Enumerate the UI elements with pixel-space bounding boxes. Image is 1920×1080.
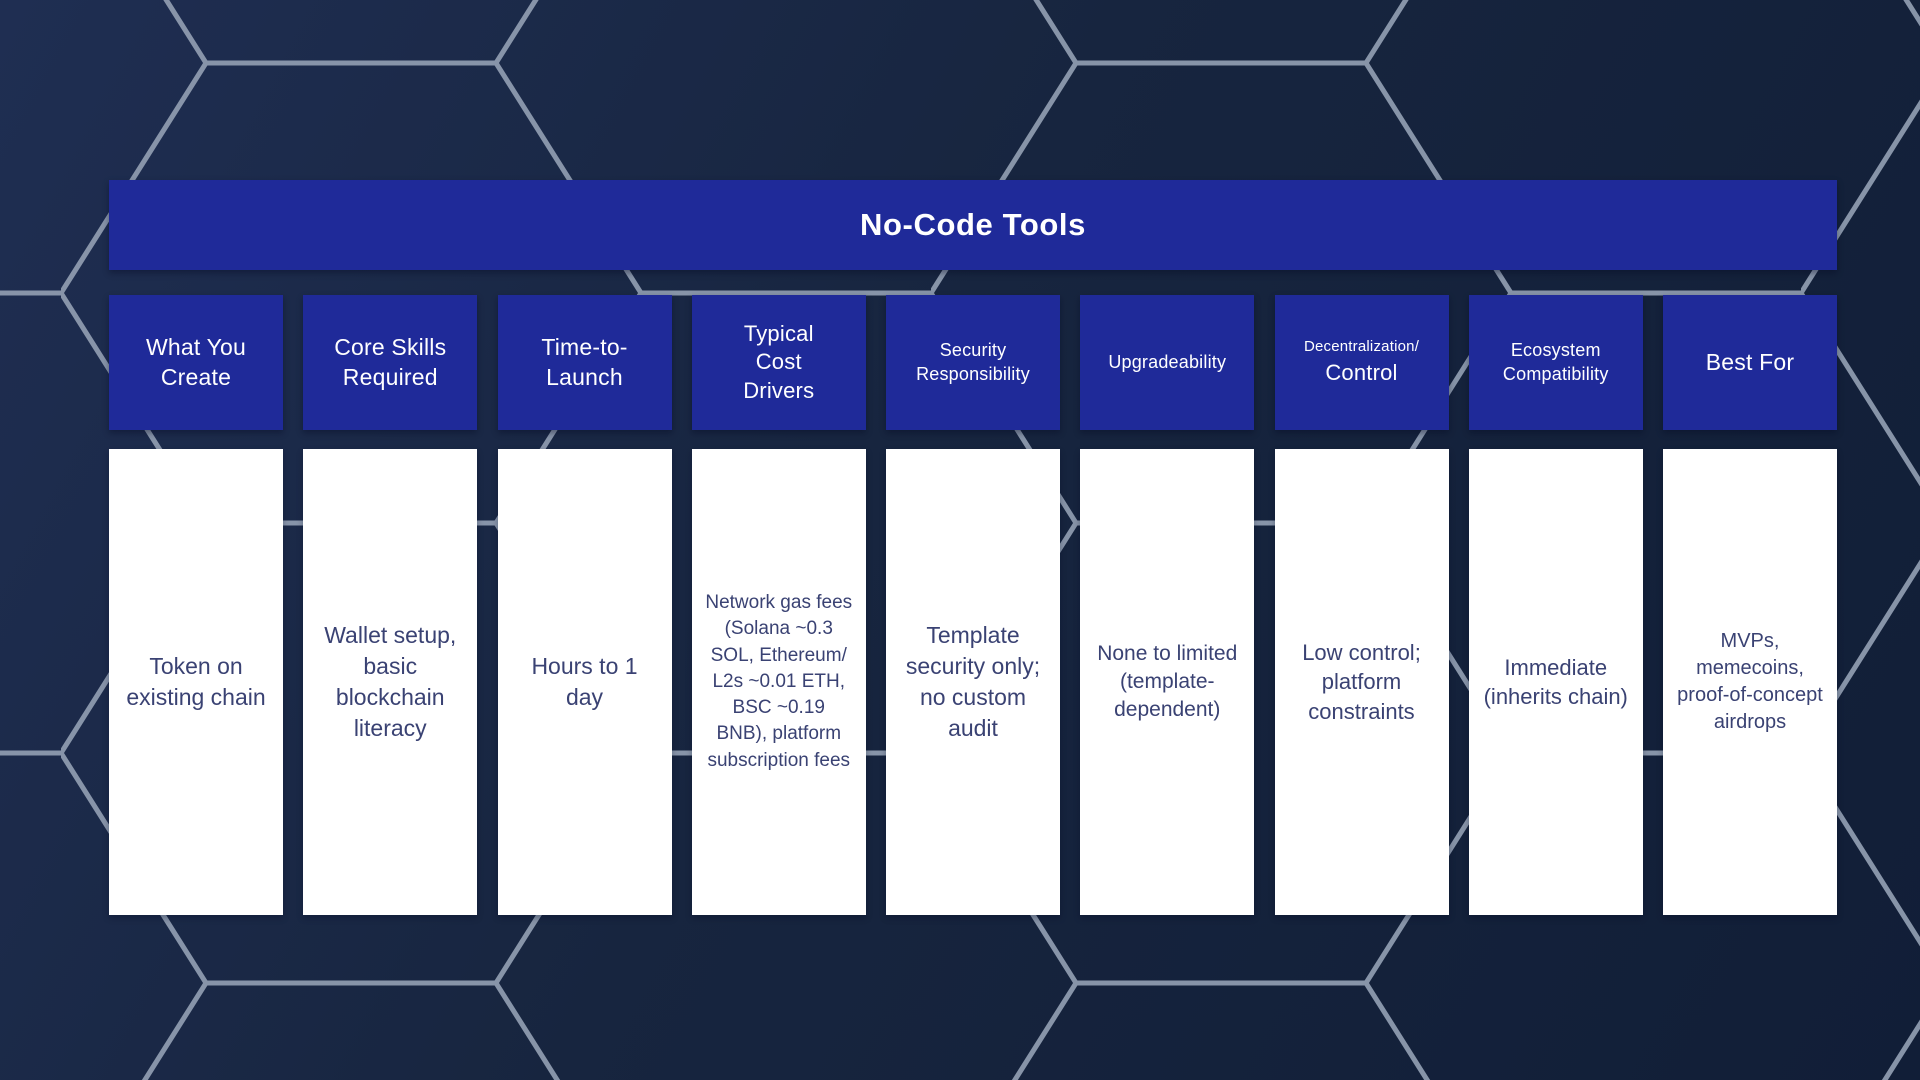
header-label: Upgradeability xyxy=(1108,351,1227,372)
header-label: Typical Cost Drivers xyxy=(743,321,815,403)
header-label: Best For xyxy=(1705,348,1795,375)
header-cell-time-to-launch: Time-to-Launch xyxy=(497,295,672,430)
value-cell-upgradeability: None to limited (template-dependent) xyxy=(1080,449,1255,915)
cell-text: Token on existing chain xyxy=(126,653,266,710)
cell-text: Network gas fees (Solana ~0.3 SOL, Ether… xyxy=(705,592,853,771)
comparison-table: No-Code Tools What You Create Core Skill… xyxy=(109,180,1837,915)
cell-text: Low control; platform constraints xyxy=(1302,639,1421,724)
header-cell-upgradeability: Upgradeability xyxy=(1080,295,1255,430)
value-cell-typical-cost-drivers: Network gas fees (Solana ~0.3 SOL, Ether… xyxy=(691,449,866,915)
table-title-bar: No-Code Tools xyxy=(109,180,1837,270)
header-cell-best-for: Best For xyxy=(1663,295,1837,430)
header-label-line2: Control xyxy=(1325,360,1398,386)
header-label: Ecosystem Compatibility xyxy=(1502,340,1609,384)
table-value-row: Token on existing chain Wallet setup, ba… xyxy=(109,449,1837,915)
value-cell-ecosystem-compatibility: Immediate (inherits chain) xyxy=(1468,449,1643,915)
value-cell-what-you-create: Token on existing chain xyxy=(109,449,283,915)
cell-text: Immediate (inherits chain) xyxy=(1483,654,1628,709)
cell-text: Wallet setup, basic blockchain literacy xyxy=(324,622,457,741)
header-cell-security-responsibility: Security Responsibility xyxy=(886,295,1060,430)
value-cell-decentralization-control: Low control; platform constraints xyxy=(1274,449,1449,915)
value-cell-core-skills-required: Wallet setup, basic blockchain literacy xyxy=(303,449,478,915)
header-label-line1: Decentralization/ xyxy=(1303,337,1420,355)
value-cell-best-for: MVPs, memecoins, proof-of-concept airdro… xyxy=(1663,449,1837,915)
header-cell-what-you-create: What You Create xyxy=(109,295,283,430)
cell-text: None to limited (template-dependent) xyxy=(1097,641,1238,722)
header-cell-typical-cost-drivers: Typical Cost Drivers xyxy=(691,295,866,430)
table-header-row: What You Create Core Skills Required Tim… xyxy=(109,295,1837,430)
value-cell-time-to-launch: Hours to 1 day xyxy=(497,449,672,915)
header-cell-core-skills-required: Core Skills Required xyxy=(303,295,478,430)
header-cell-decentralization-control: Decentralization/ Control xyxy=(1274,295,1449,430)
cell-text: Template security only; no custom audit xyxy=(905,622,1041,741)
header-cell-ecosystem-compatibility: Ecosystem Compatibility xyxy=(1468,295,1643,430)
header-label: Time-to-Launch xyxy=(541,334,628,390)
header-label: Security Responsibility xyxy=(916,340,1030,384)
cell-text: MVPs, memecoins, proof-of-concept airdro… xyxy=(1677,630,1823,733)
header-label: What You Create xyxy=(145,334,247,390)
page-title: No-Code Tools xyxy=(860,207,1086,242)
value-cell-security-responsibility: Template security only; no custom audit xyxy=(886,449,1060,915)
cell-text: Hours to 1 day xyxy=(531,653,638,710)
header-label: Core Skills Required xyxy=(334,334,447,390)
